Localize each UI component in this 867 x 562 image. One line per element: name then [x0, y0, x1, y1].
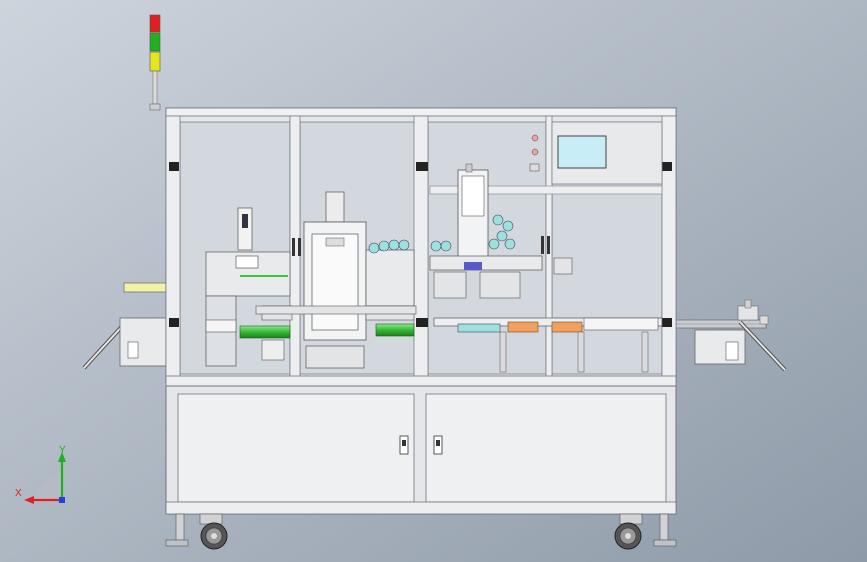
- green-roller: [239, 325, 291, 339]
- axis-triad: Y X: [15, 445, 66, 504]
- beacon-mount: [149, 103, 161, 111]
- right-outfeed-conveyor: [675, 299, 787, 372]
- cable-chain-link: [492, 214, 504, 226]
- cable-chain-link: [388, 239, 400, 251]
- orange-block: [551, 321, 583, 333]
- x-axis-label: X: [15, 488, 22, 499]
- caster-wheel: [199, 513, 228, 550]
- hinge: [416, 318, 428, 327]
- hinge: [416, 162, 428, 171]
- cabinet-top-rail: [165, 375, 677, 387]
- indicator-light: [531, 148, 539, 156]
- top-rail: [165, 107, 677, 117]
- cable-chain-link: [502, 220, 514, 232]
- beacon-red: [149, 14, 161, 33]
- green-roller: [375, 323, 415, 337]
- cable-chain-link: [378, 240, 390, 252]
- door-handle: [547, 236, 550, 254]
- left-infeed-conveyor: [82, 282, 173, 370]
- door-handle: [292, 238, 295, 256]
- hinge: [662, 162, 672, 171]
- cable-chain-link: [488, 238, 500, 250]
- y-axis-label: Y: [59, 445, 66, 456]
- lower-cabinet: [165, 385, 677, 515]
- cable-chain-link: [504, 238, 516, 250]
- cable-chain-link: [368, 242, 380, 254]
- beacon-green: [149, 32, 161, 52]
- cable-chain-link: [430, 240, 442, 252]
- caster-wheel: [614, 513, 643, 550]
- beacon-pole: [152, 70, 158, 105]
- x-axis-arrow: [24, 496, 34, 504]
- machine-feet: [165, 513, 677, 550]
- hinge: [662, 318, 672, 327]
- right-station: [429, 163, 573, 299]
- hinge: [169, 318, 179, 327]
- left-infeed-tray: [123, 282, 169, 293]
- cabinet-door-right[interactable]: [425, 393, 667, 503]
- orange-block: [507, 321, 539, 333]
- indicator-light: [531, 134, 539, 142]
- door-handle: [298, 238, 301, 256]
- door-handle: [541, 236, 544, 254]
- hmi-screen: [557, 135, 607, 169]
- cable-chain-link: [496, 230, 508, 242]
- y-axis-arrow: [58, 452, 66, 462]
- signal-tower: [149, 14, 161, 111]
- beacon-yellow: [149, 51, 161, 72]
- cabinet-door-left[interactable]: [177, 393, 415, 503]
- switch: [529, 163, 540, 172]
- cable-chain-link: [440, 240, 452, 252]
- control-panel: [429, 121, 663, 195]
- process-conveyor: [255, 305, 663, 373]
- z-axis-marker: [59, 497, 65, 503]
- hinge: [169, 162, 179, 171]
- cable-chain-link: [398, 239, 410, 251]
